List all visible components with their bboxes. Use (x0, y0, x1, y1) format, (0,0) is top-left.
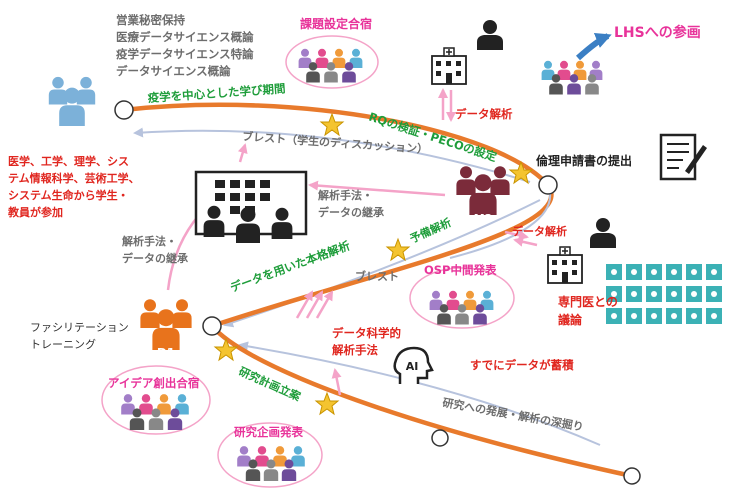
theme-camp-label: 課題設定合宿 (300, 17, 373, 31)
research-plan-label: 研究計画立案 (237, 364, 304, 404)
m1-node (114, 100, 134, 120)
pink-arrow (305, 290, 324, 319)
brainstorm2-label: ブレスト (355, 270, 399, 283)
star-icon (314, 391, 340, 416)
lhs-label: LHSへの参画 (614, 25, 701, 41)
ai-head-icon (393, 346, 434, 384)
pink-arrow (513, 236, 538, 247)
d1-node (202, 316, 222, 336)
star-icon (385, 237, 411, 262)
m1-participants: 医学、工学、理学、シス テム情報科学、芸術工学、 システム生命から学生・ 教員が… (8, 155, 140, 219)
prelim-label: 予備解析 (408, 215, 454, 246)
methods-inherit-right: 解析手法・ データの継承 (318, 189, 384, 219)
ethics-label: 倫理申請書の提出 (536, 154, 633, 168)
whiteboard-discussion-icon (194, 170, 308, 243)
end-node (623, 467, 641, 485)
m1-course-list: 営業秘密保持 医療データサイエンス概論 疫学データサイエンス特論 データサイエン… (116, 12, 254, 80)
course-item: 疫学データサイエンス特論 (116, 47, 254, 61)
doctor-icon (477, 20, 503, 50)
idea-camp-label: アイデア創出合宿 (108, 376, 200, 390)
specialist-label: 専門医との 議論 (558, 295, 618, 327)
hospital-icon (431, 47, 467, 85)
pink-arrow (331, 368, 342, 396)
ds-methods-label: データ科学的 解析手法 (332, 326, 401, 357)
pink-arrow (315, 290, 334, 319)
idea-camp-group (101, 365, 211, 435)
d1-badge: D1 (157, 346, 175, 360)
data-analysis-top-label: データ解析 (455, 107, 513, 121)
m1-badge: M1 (63, 127, 82, 140)
pink-arrow (504, 230, 529, 241)
prelim-track (449, 184, 551, 259)
epi-period-label: 疫学を中心とした学び期間 (147, 81, 286, 105)
data-analysis-right-label: データ解析 (512, 225, 567, 238)
star-icon (213, 337, 239, 362)
m1-group-icon (48, 76, 96, 126)
development-label: 研究への発展・解析の深掘り (441, 395, 584, 434)
data-accumulated-label: すでにデータが蓄積 (470, 358, 574, 372)
lhs-arrow (575, 33, 612, 61)
lhs-group (541, 60, 603, 95)
course-item: 営業秘密保持 (116, 13, 185, 27)
course-item: 医療データサイエンス概論 (116, 30, 254, 44)
proposal-group (217, 422, 323, 488)
methods-inherit-left: 解析手法・ データの継承 (122, 235, 188, 265)
document-icon (659, 133, 707, 181)
pink-arrow (308, 180, 446, 197)
research-proposal-label: 研究企画発表 (234, 425, 303, 439)
brainstorm-return-arrow (133, 127, 531, 183)
medical-icon-grid (606, 264, 722, 324)
osp-group (409, 267, 515, 329)
d1-group-icon (140, 299, 192, 350)
facilitation-label: ファシリテーション トレーニング (30, 321, 129, 351)
m2-node (538, 175, 558, 195)
osp-label: OSP中間発表 (424, 263, 497, 277)
doctor-icon (590, 218, 616, 248)
course-item: データサイエンス概論 (116, 64, 231, 78)
theme-camp-group (285, 35, 379, 89)
star-icon (508, 160, 534, 185)
pink-arrow (295, 290, 314, 319)
star-icon (319, 112, 345, 137)
development-return-arrow (238, 341, 601, 446)
ai-label: AI (406, 360, 419, 373)
hospital-icon (547, 246, 583, 284)
pink-arrow (237, 143, 248, 163)
m2-badge: M2 (474, 212, 493, 225)
mid-node (431, 429, 449, 447)
m2-group-icon (456, 166, 510, 215)
learning-path (123, 102, 633, 479)
